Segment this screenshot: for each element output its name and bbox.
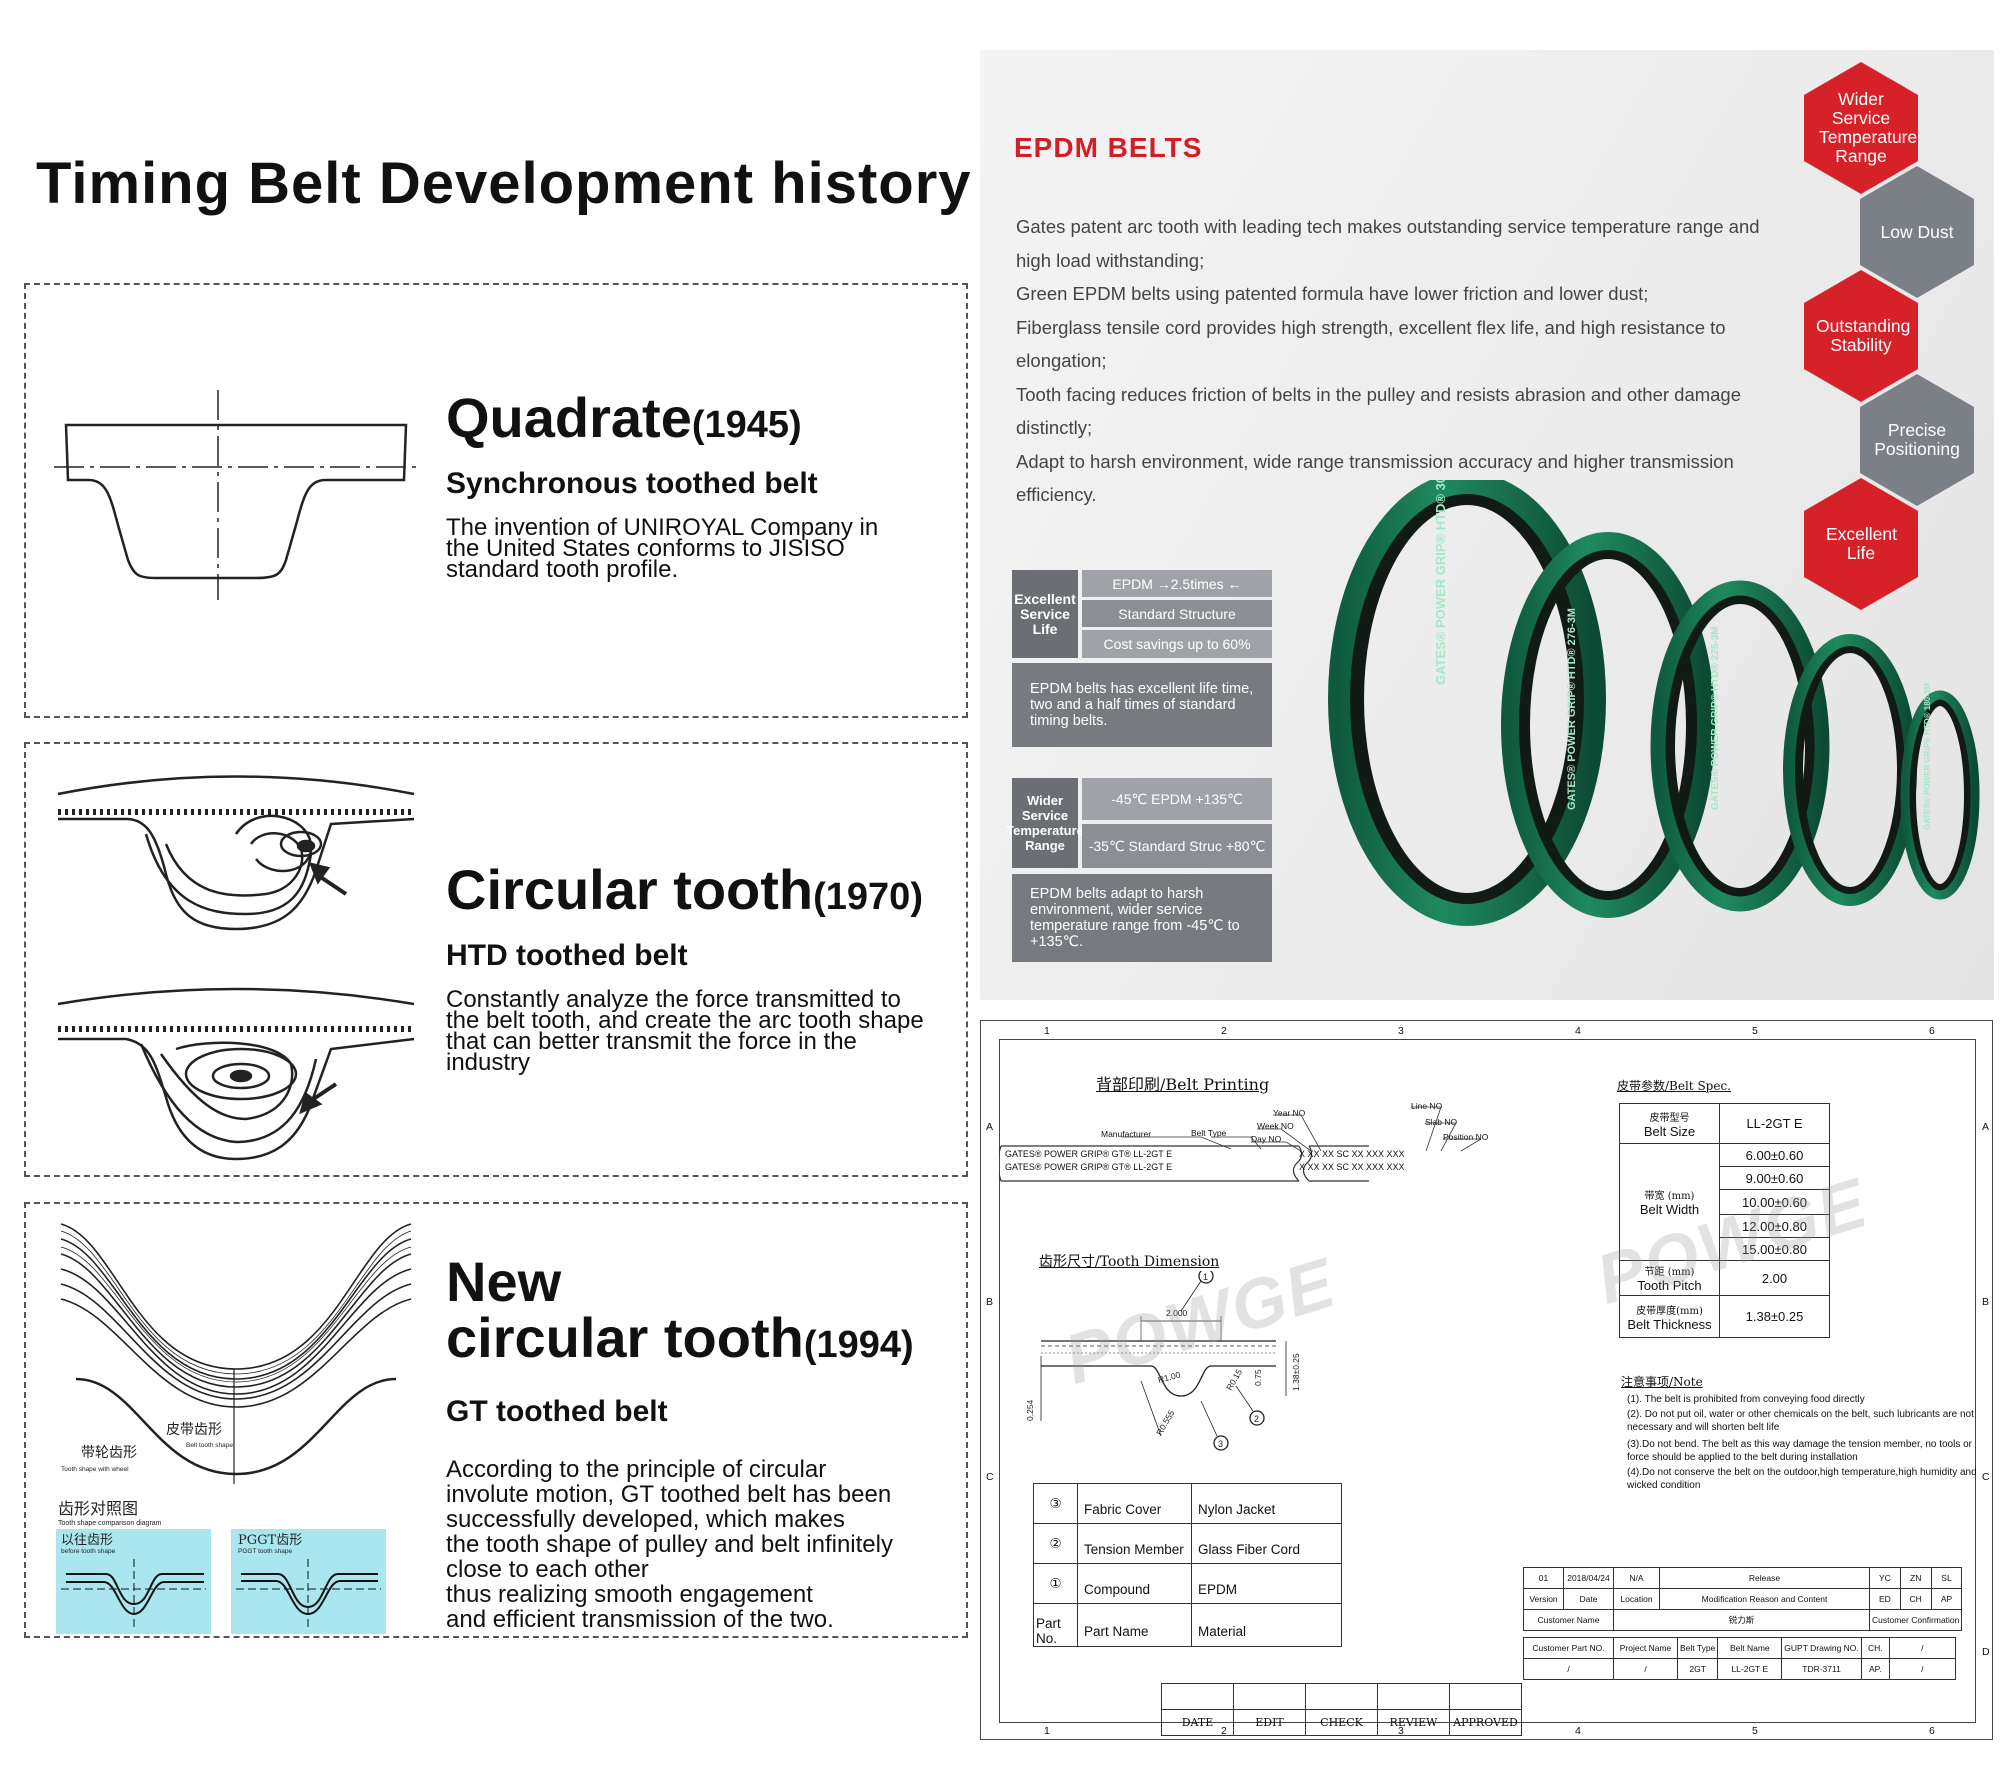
history-name: Quadrate(1945) <box>446 386 802 449</box>
hex-outstanding-stability: Outstanding Stability <box>1804 270 1918 402</box>
history-panel-quadrate: Quadrate(1945) Synchronous toothed belt … <box>24 283 968 718</box>
printing-leader-lines <box>1121 1106 1481 1152</box>
pulley-tooth-shape-label: 带轮齿形 <box>81 1445 137 1461</box>
belt-tooth-shape-label: 皮带齿形 <box>166 1422 222 1438</box>
svg-text:0.254: 0.254 <box>1025 1399 1035 1421</box>
tooth-dimension-drawing: 1 2 3 2.000 1.38±0.25 0.254 R1.00 R0.555… <box>1025 1271 1301 1451</box>
svg-text:R0.555: R0.555 <box>1154 1408 1177 1437</box>
epdm-belts-photo: GATES® POWER GRIP® HTD® 300-3M GATES® PO… <box>1328 480 1980 926</box>
svg-text:1: 1 <box>1203 1272 1208 1282</box>
belt-printing-title: 背部印刷/Belt Printing <box>1096 1075 1270 1094</box>
svg-text:0.75: 0.75 <box>1253 1369 1263 1386</box>
belt-print-225: GATES® POWER GRIP® HTD® 225-3M <box>1710 626 1721 810</box>
belt-printing-strip <box>999 1145 1369 1182</box>
hex-excellent-life: Excellent Life <box>1804 478 1918 610</box>
history-name-line1: New <box>446 1250 562 1313</box>
hex-precise-positioning: Precise Positioning <box>1860 374 1974 506</box>
before-tooth-label: 以往齿形 <box>61 1533 113 1548</box>
belt-print-180: GATES® POWER GRIP® HTD® 180-3M <box>1923 683 1932 830</box>
before-tooth-label-en: before tooth shape <box>61 1548 116 1555</box>
gt-tooth-drawing: 皮带齿形 Belt tooth shape 带轮齿形 Tooth shape w… <box>56 1223 412 1634</box>
htd-tooth-drawing-top <box>57 775 415 931</box>
history-description: Constantly analyze the force transmitted… <box>446 986 924 1076</box>
comparison-title-en: Tooth shape comparison diagram <box>58 1520 162 1527</box>
comparison-title: 齿形对照图 <box>58 1499 138 1518</box>
history-description: The invention of UNIROYAL Company in the… <box>446 514 879 583</box>
pggt-tooth-label: PGGT齿形 <box>238 1533 302 1548</box>
belt-technical-drawing: 1 2 3 4 5 6 1 2 3 4 5 6 A B C A B C D 背部… <box>980 1020 1993 1740</box>
history-name: Circular tooth(1970) <box>446 858 923 921</box>
belt-large: GATES® POWER GRIP® HTD® 300-3M <box>1328 480 1606 926</box>
tooth-dimension-title: 齿形尺寸/Tooth Dimension <box>1039 1254 1220 1270</box>
history-subtitle: HTD toothed belt <box>446 939 688 972</box>
epdm-description: Gates patent arc tooth with leading tech… <box>1016 216 1760 505</box>
print-codes-1: X XX XX SC XX XXX XXX <box>1299 1149 1405 1159</box>
print-codes-2: X XX XX SC XX XXX XXX <box>1299 1162 1405 1172</box>
history-panel-circular-tooth: Circular tooth(1970) HTD toothed belt Co… <box>24 742 968 1177</box>
print-line-1: GATES® POWER GRIP® GT® LL-2GT E <box>1005 1149 1173 1159</box>
belt-small: GATES® POWER GRIP® HTD® 180-3M <box>1900 683 1980 900</box>
print-line-2: GATES® POWER GRIP® GT® LL-2GT E <box>1005 1162 1173 1172</box>
belt-print-300: GATES® POWER GRIP® HTD® 300-3M <box>1433 480 1448 685</box>
pulley-tooth-shape-label-en: Tooth shape with wheel <box>61 1466 129 1473</box>
svg-text:2: 2 <box>1254 1414 1259 1424</box>
history-subtitle: GT toothed belt <box>446 1395 668 1428</box>
belt-second: GATES® POWER GRIP® HTD® 276-3M <box>1501 532 1715 918</box>
belt-tooth-shape-label-en: Belt tooth shape <box>186 1442 233 1449</box>
quadrate-tooth-drawing <box>46 385 426 605</box>
hex-wider-service-temperature: Wider Service Temperature Range <box>1804 62 1918 194</box>
pggt-tooth-label-en: PGGT tooth shape <box>238 1548 292 1555</box>
svg-text:1.38±0.25: 1.38±0.25 <box>1291 1353 1301 1391</box>
svg-text:R0.15: R0.15 <box>1224 1367 1244 1392</box>
history-name: circular tooth(1994) <box>446 1306 914 1369</box>
belt-print-276: GATES® POWER GRIP® HTD® 276-3M <box>1566 608 1578 810</box>
notes-list: (1). The belt is prohibited from conveyi… <box>1627 1394 1977 1491</box>
svg-text:3: 3 <box>1218 1439 1223 1449</box>
htd-tooth-drawing-bottom <box>57 987 415 1161</box>
history-panel-new-circular-tooth: 皮带齿形 Belt tooth shape 带轮齿形 Tooth shape w… <box>24 1202 968 1638</box>
belt-spec-title: 皮带参数/Belt Spec. <box>1617 1079 1731 1093</box>
epdm-belts-panel: EPDM BELTS Gates patent arc tooth with l… <box>980 50 1994 1000</box>
history-subtitle: Synchronous toothed belt <box>446 467 818 500</box>
svg-text:2.000: 2.000 <box>1166 1308 1188 1318</box>
belt-third: GATES® POWER GRIP® HTD® 225-3M <box>1650 580 1830 912</box>
note-title: 注意事项/Note <box>1621 1375 1703 1389</box>
page-title: Timing Belt Development history <box>36 151 972 216</box>
epdm-title: EPDM BELTS <box>1014 132 1203 163</box>
hex-low-dust: Low Dust <box>1860 166 1974 298</box>
